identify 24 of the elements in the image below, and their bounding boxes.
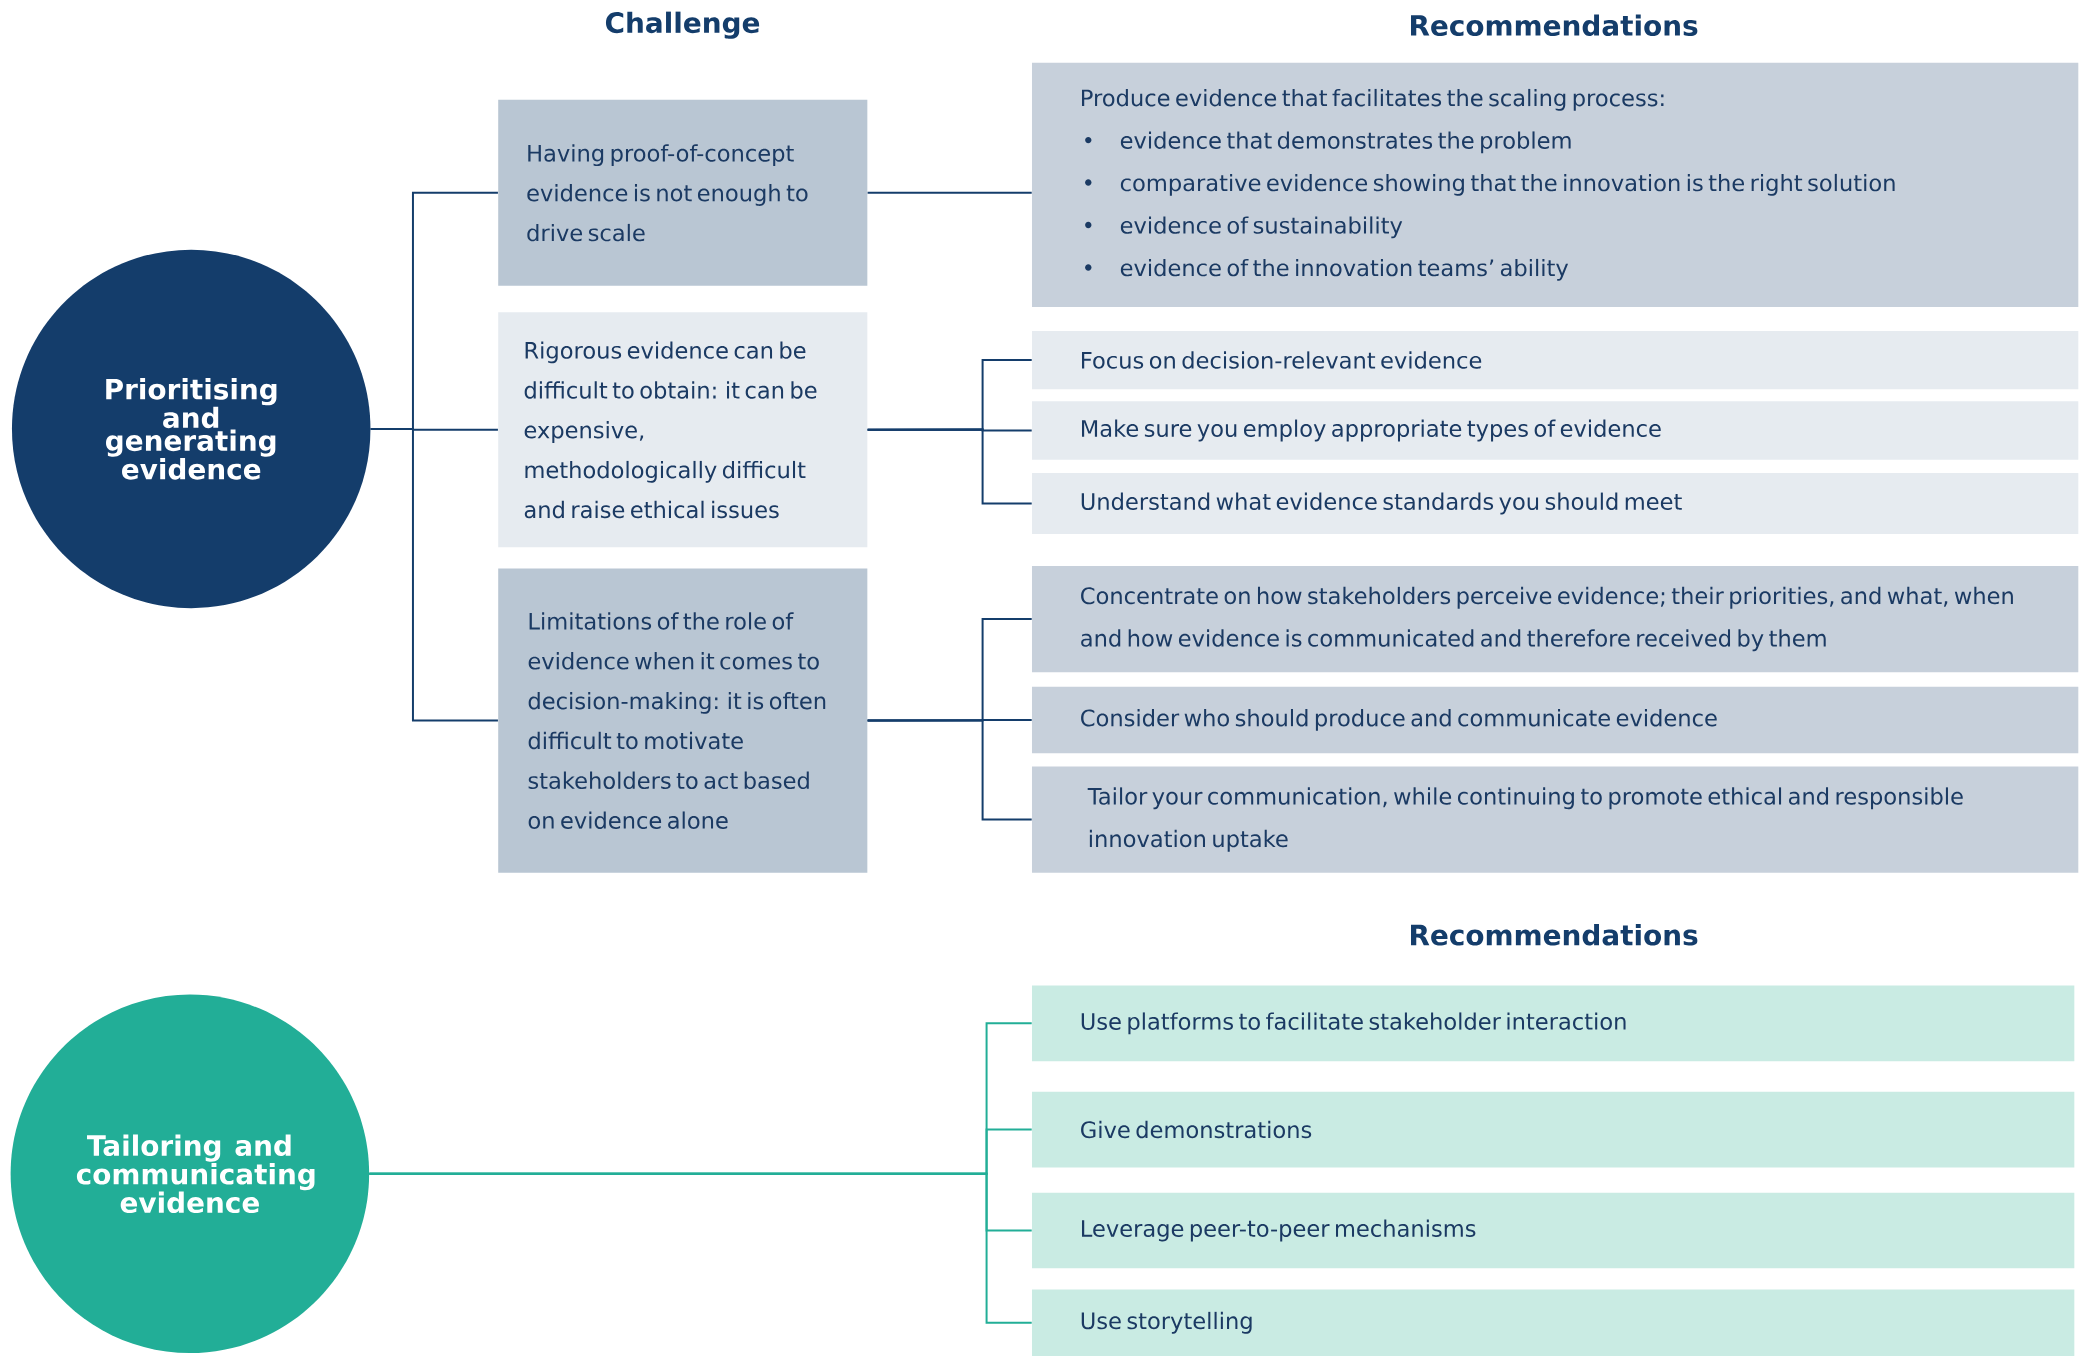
recommendation-box: Give demonstrations <box>1032 1091 2075 1168</box>
connector-line <box>368 1172 1033 1324</box>
connector-line <box>866 191 1033 194</box>
recommendation-box: Use platforms to facilitate stakeholder interaction <box>1032 985 2075 1062</box>
challenge-box: Having proof-of-concept evidence is not enough to drive scale <box>498 99 868 286</box>
circle-node: Tailoring and communicating evidence <box>10 994 370 1354</box>
challenge-box: Limitations of the role of evidence when it comes to decision-making: it is often difficult to motivate stakeholders to act based on evidence alone <box>498 568 868 873</box>
recommendation-box: Concentrate on how stakeholders perceive evidence; their priorities, and what, when and how evidence is communicated and therefore received by them <box>1032 565 2079 673</box>
circle-node: Prioritising and generating evidence <box>11 249 371 609</box>
challenge-box: Rigorous evidence can be difficult to obtain: it can be expensive, methodologically difficult and raise ethical issues <box>498 312 868 548</box>
recommendation-box: Leverage peer-to-peer mechanisms <box>1032 1192 2075 1269</box>
connector-line <box>369 427 499 722</box>
recommendation-box: Consider who should produce and communicate evidence <box>1032 686 2079 754</box>
recommendation-box: Make sure you employ appropriate types of evidence <box>1032 401 2079 460</box>
recommendation-box: Tailor your communication, while continuing to promote ethical and responsible innovation uptake <box>1032 766 2079 873</box>
recommendation-box: Focus on decision-relevant evidence <box>1032 330 2079 390</box>
connector-line <box>866 428 1033 505</box>
connector-line <box>866 719 1033 821</box>
recommendation-box: Produce evidence that facilitates the scaling process: evidence that demonstrates the problem comparative evidence showing that the innovation is the right solution evidence of sustainability evidence of the innovation teams’ ability <box>1032 62 2079 307</box>
column-heading: Recommendations <box>1411 14 1698 36</box>
recommendation-box: Understand what evidence standards you should meet <box>1032 472 2079 535</box>
column-heading: Challenge <box>605 11 760 39</box>
column-heading: Recommendations <box>1411 924 1698 946</box>
recommendation-box: Use storytelling <box>1032 1289 2075 1356</box>
